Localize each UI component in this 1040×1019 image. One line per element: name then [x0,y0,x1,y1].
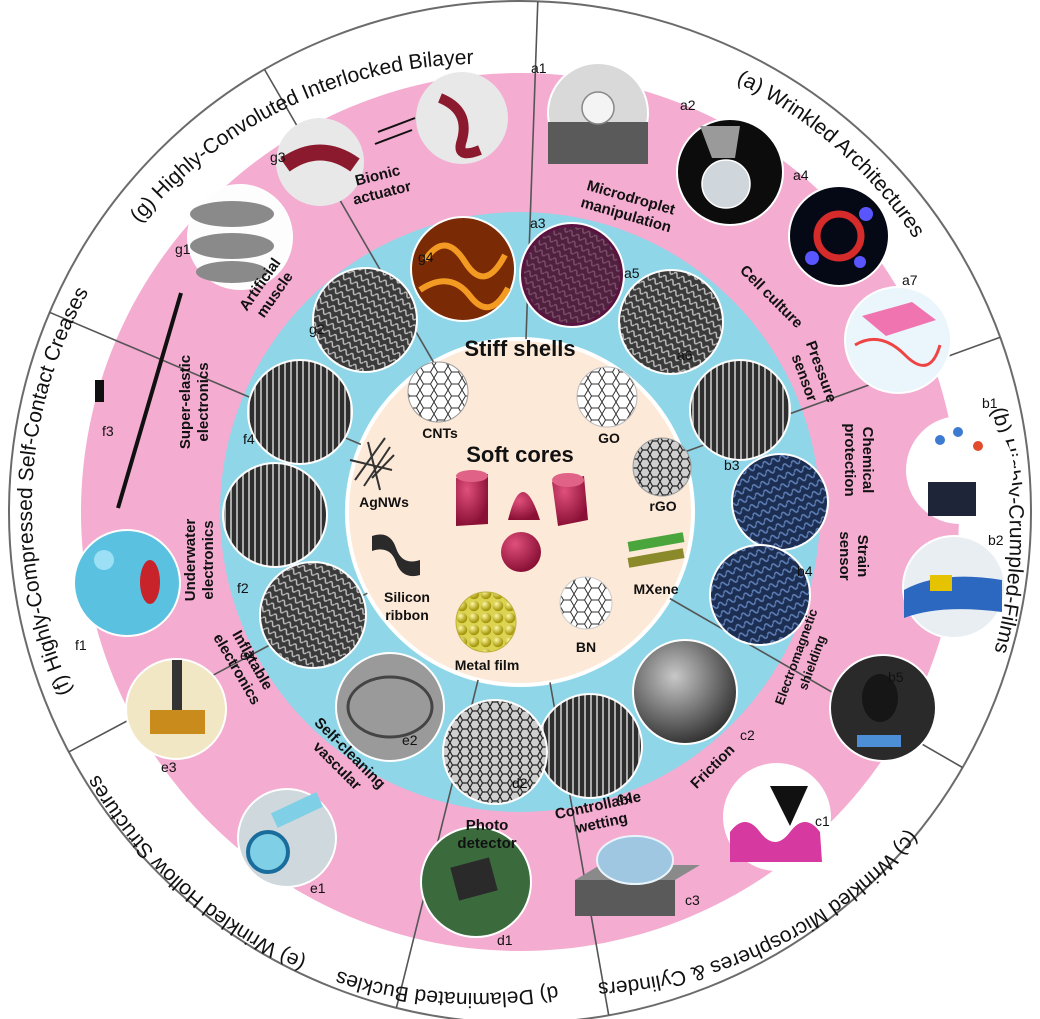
svg-text:Chemical: Chemical [859,427,876,494]
sem-a3 [519,222,625,328]
agnws-icon [349,437,395,491]
stiff-shells-title: Stiff shells [464,336,575,361]
svg-text:Underwater: Underwater [182,519,199,602]
photo-b1 [906,416,1014,524]
label-a1: a1 [531,60,547,76]
svg-text:electronics: electronics [200,520,217,599]
label-b4: b4 [797,563,813,579]
bn-icon [559,576,613,630]
label-c1: c1 [815,813,830,829]
photo-e3 [125,658,227,760]
go-icon [576,366,638,428]
sem-f2 [222,462,328,568]
silicon-ribbon-label-2: ribbon [385,607,429,623]
label-b5: b5 [888,669,904,685]
app-strain-sensor: Strain sensor [836,531,871,580]
photo-f3 [95,292,183,509]
label-e4: e4 [240,647,256,663]
label-a2: a2 [680,97,696,113]
svg-text:Super-elastic: Super-elastic [177,355,194,449]
sem-b4 [709,544,811,646]
photo-b5 [829,654,937,762]
photo-f1 [73,529,181,637]
label-a7: a7 [902,272,918,288]
label-c3: c3 [685,892,700,908]
label-c2: c2 [740,727,755,743]
photo-c3 [575,835,700,916]
label-g4: g4 [418,249,434,265]
go-label: GO [598,430,620,446]
label-f2: f2 [237,580,249,596]
label-c4: c4 [617,789,632,805]
sem-d2 [442,699,548,805]
sem-g4 [410,216,516,322]
rgo-label: rGO [649,498,676,514]
label-e2: e2 [402,732,418,748]
label-g3: g3 [270,149,286,165]
sem-c4 [537,693,643,799]
app-super-elastic: Super-elastic electronics [177,355,212,449]
label-f1: f1 [75,637,87,653]
svg-text:Strain: Strain [854,535,871,578]
sem-b3 [731,453,829,551]
label-b2: b2 [988,532,1004,548]
photo-d1 [420,826,532,938]
silicon-ribbon-label-1: Silicon [384,589,430,605]
cnt-icon [407,361,469,423]
mxene-icon [627,532,685,568]
soft-core-shapes [456,470,588,572]
photo-a4 [788,185,890,287]
silicon-ribbon-icon [372,534,420,577]
app-chemical-protection: Chemical protection [841,423,876,496]
photo-a7 [844,286,952,394]
label-g1: g1 [175,241,191,257]
svg-text:detector: detector [457,835,516,852]
label-a5: a5 [624,265,640,281]
mxene-label: MXene [633,581,678,597]
sem-g2 [312,267,418,373]
metal-film-icon [455,591,517,653]
sem-a6 [689,359,791,461]
label-f4: f4 [243,431,255,447]
label-e3: e3 [161,759,177,775]
metal-film-label: Metal film [455,657,520,673]
svg-text:protection: protection [841,423,858,496]
label-e1: e1 [310,880,326,896]
label-g2: g2 [309,321,325,337]
sem-f4 [247,359,353,465]
svg-text:sensor: sensor [836,531,853,580]
app-photo-detector: Photo detector [457,817,516,852]
photo-a1 [547,62,649,164]
sem-e2 [335,652,445,762]
label-b3: b3 [724,457,740,473]
label-d1: d1 [497,932,513,948]
label-f3: f3 [102,423,114,439]
sem-a5 [618,269,724,375]
sem-c2 [632,639,738,745]
sem-e4 [259,561,367,669]
photo-g3 [276,72,508,206]
agnws-label: AgNWs [359,494,409,510]
photo-c1 [723,763,831,871]
label-a3: a3 [530,215,546,231]
bn-label: BN [576,639,596,655]
cnts-label: CNTs [422,425,458,441]
label-b1: b1 [982,395,998,411]
soft-cores-title: Soft cores [466,442,574,467]
photo-a2 [676,118,784,226]
photo-e1 [237,788,337,888]
label-d2: d2 [512,775,528,791]
rgo-icon [632,437,692,497]
app-underwater: Underwater electronics [182,519,217,602]
svg-text:Photo: Photo [466,817,509,834]
label-a4: a4 [793,167,809,183]
label-a6: a6 [677,347,693,363]
svg-text:electronics: electronics [195,362,212,441]
photo-g1 [187,184,293,290]
photo-b2 [902,535,1006,639]
